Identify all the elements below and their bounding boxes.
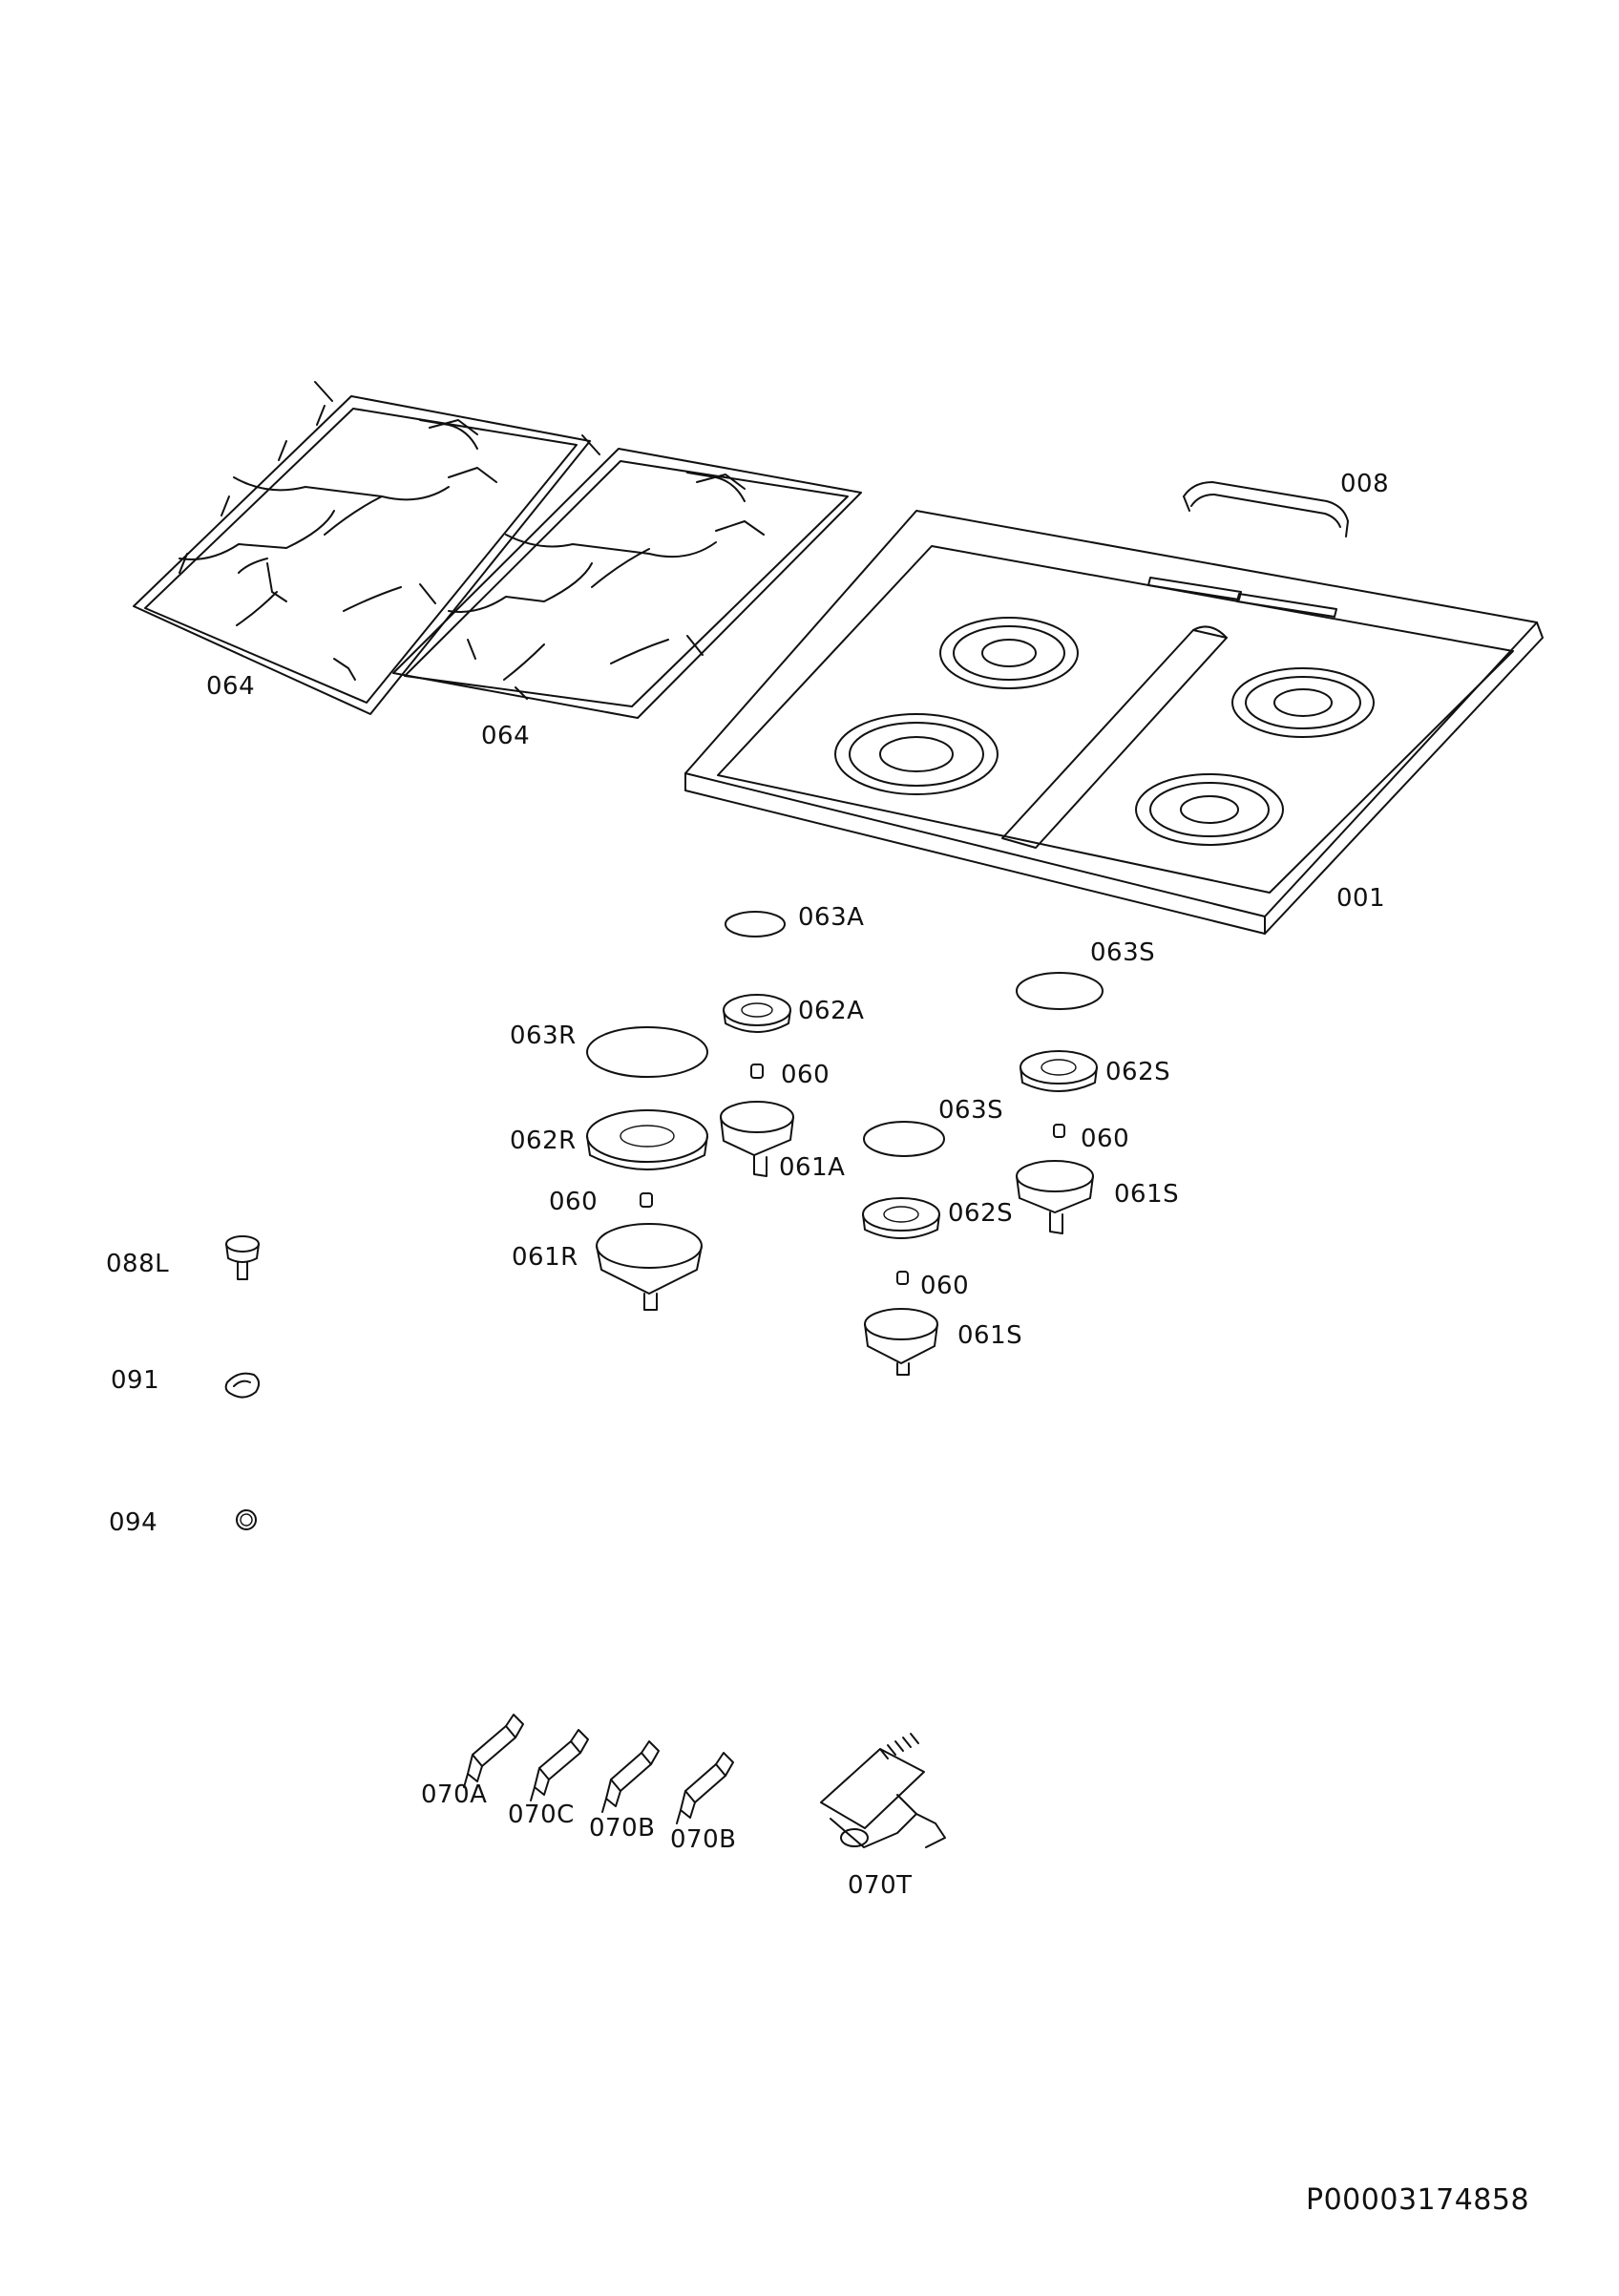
burner-crown-062a <box>723 994 791 1033</box>
part-label-061a: 061A <box>779 1153 846 1182</box>
clip-091 <box>224 1372 260 1399</box>
injector-060-r <box>640 1192 653 1208</box>
part-label-094: 094 <box>109 1508 158 1537</box>
burner-cap-063s-top <box>1016 972 1104 1010</box>
burner-crown-062r <box>586 1109 708 1170</box>
injector-060-a <box>750 1064 764 1079</box>
burner-body-061a <box>720 1101 794 1177</box>
part-label-008: 008 <box>1340 470 1390 498</box>
part-label-061s-mid: 061S <box>957 1321 1023 1350</box>
burner-cap-063a <box>725 911 786 937</box>
part-label-060-r: 060 <box>549 1188 599 1216</box>
part-label-091: 091 <box>111 1366 160 1395</box>
part-label-062s-mid: 062S <box>948 1199 1014 1228</box>
part-label-070b-2: 070B <box>670 1825 737 1854</box>
burner-cap-063s-mid <box>863 1121 945 1157</box>
part-label-062s-top: 062S <box>1105 1058 1171 1086</box>
part-label-064-left: 064 <box>206 672 256 701</box>
burner-body-061s-mid <box>864 1308 938 1376</box>
pan-support-064-right <box>392 434 862 719</box>
thermostat-tap-070t <box>820 1733 946 1848</box>
part-label-070t: 070T <box>848 1871 913 1900</box>
burner-crown-062s-top <box>1020 1050 1098 1092</box>
document-id: P00003174858 <box>1306 2183 1530 2217</box>
pan-support-064-left <box>133 381 591 715</box>
part-label-063r: 063R <box>510 1022 577 1050</box>
part-label-061s-top: 061S <box>1114 1180 1180 1209</box>
gas-tap-070b-2 <box>676 1752 734 1824</box>
injector-060-s-top <box>1053 1124 1065 1138</box>
gas-tap-070b-1 <box>601 1740 660 1813</box>
ring-094 <box>236 1509 257 1530</box>
part-label-060-s-mid: 060 <box>920 1272 970 1300</box>
hob-top-001 <box>684 510 1544 935</box>
gas-tap-070a <box>463 1714 524 1788</box>
part-label-070c: 070C <box>508 1801 575 1829</box>
part-label-001: 001 <box>1336 884 1386 913</box>
part-label-062r: 062R <box>510 1127 577 1155</box>
burner-body-061s-top <box>1016 1160 1094 1234</box>
gas-tap-070c <box>530 1729 589 1801</box>
part-label-088l: 088L <box>106 1250 170 1278</box>
burner-crown-062s-mid <box>862 1197 940 1239</box>
part-label-070a: 070A <box>421 1780 488 1809</box>
part-label-064-right: 064 <box>481 722 531 750</box>
part-label-070b-1: 070B <box>589 1814 656 1843</box>
injector-060-s-mid <box>896 1271 909 1285</box>
burner-body-061r <box>596 1223 703 1311</box>
part-label-060-s-top: 060 <box>1081 1125 1130 1153</box>
part-label-062a: 062A <box>798 997 865 1025</box>
part-label-063s-top: 063S <box>1090 938 1156 967</box>
part-label-061r: 061R <box>512 1243 578 1272</box>
knob-088l <box>225 1235 260 1280</box>
handle-008 <box>1183 481 1349 537</box>
part-label-060-a: 060 <box>781 1061 831 1089</box>
part-label-063a: 063A <box>798 903 865 932</box>
part-label-063s-mid: 063S <box>938 1096 1004 1125</box>
burner-cap-063r <box>586 1026 708 1078</box>
